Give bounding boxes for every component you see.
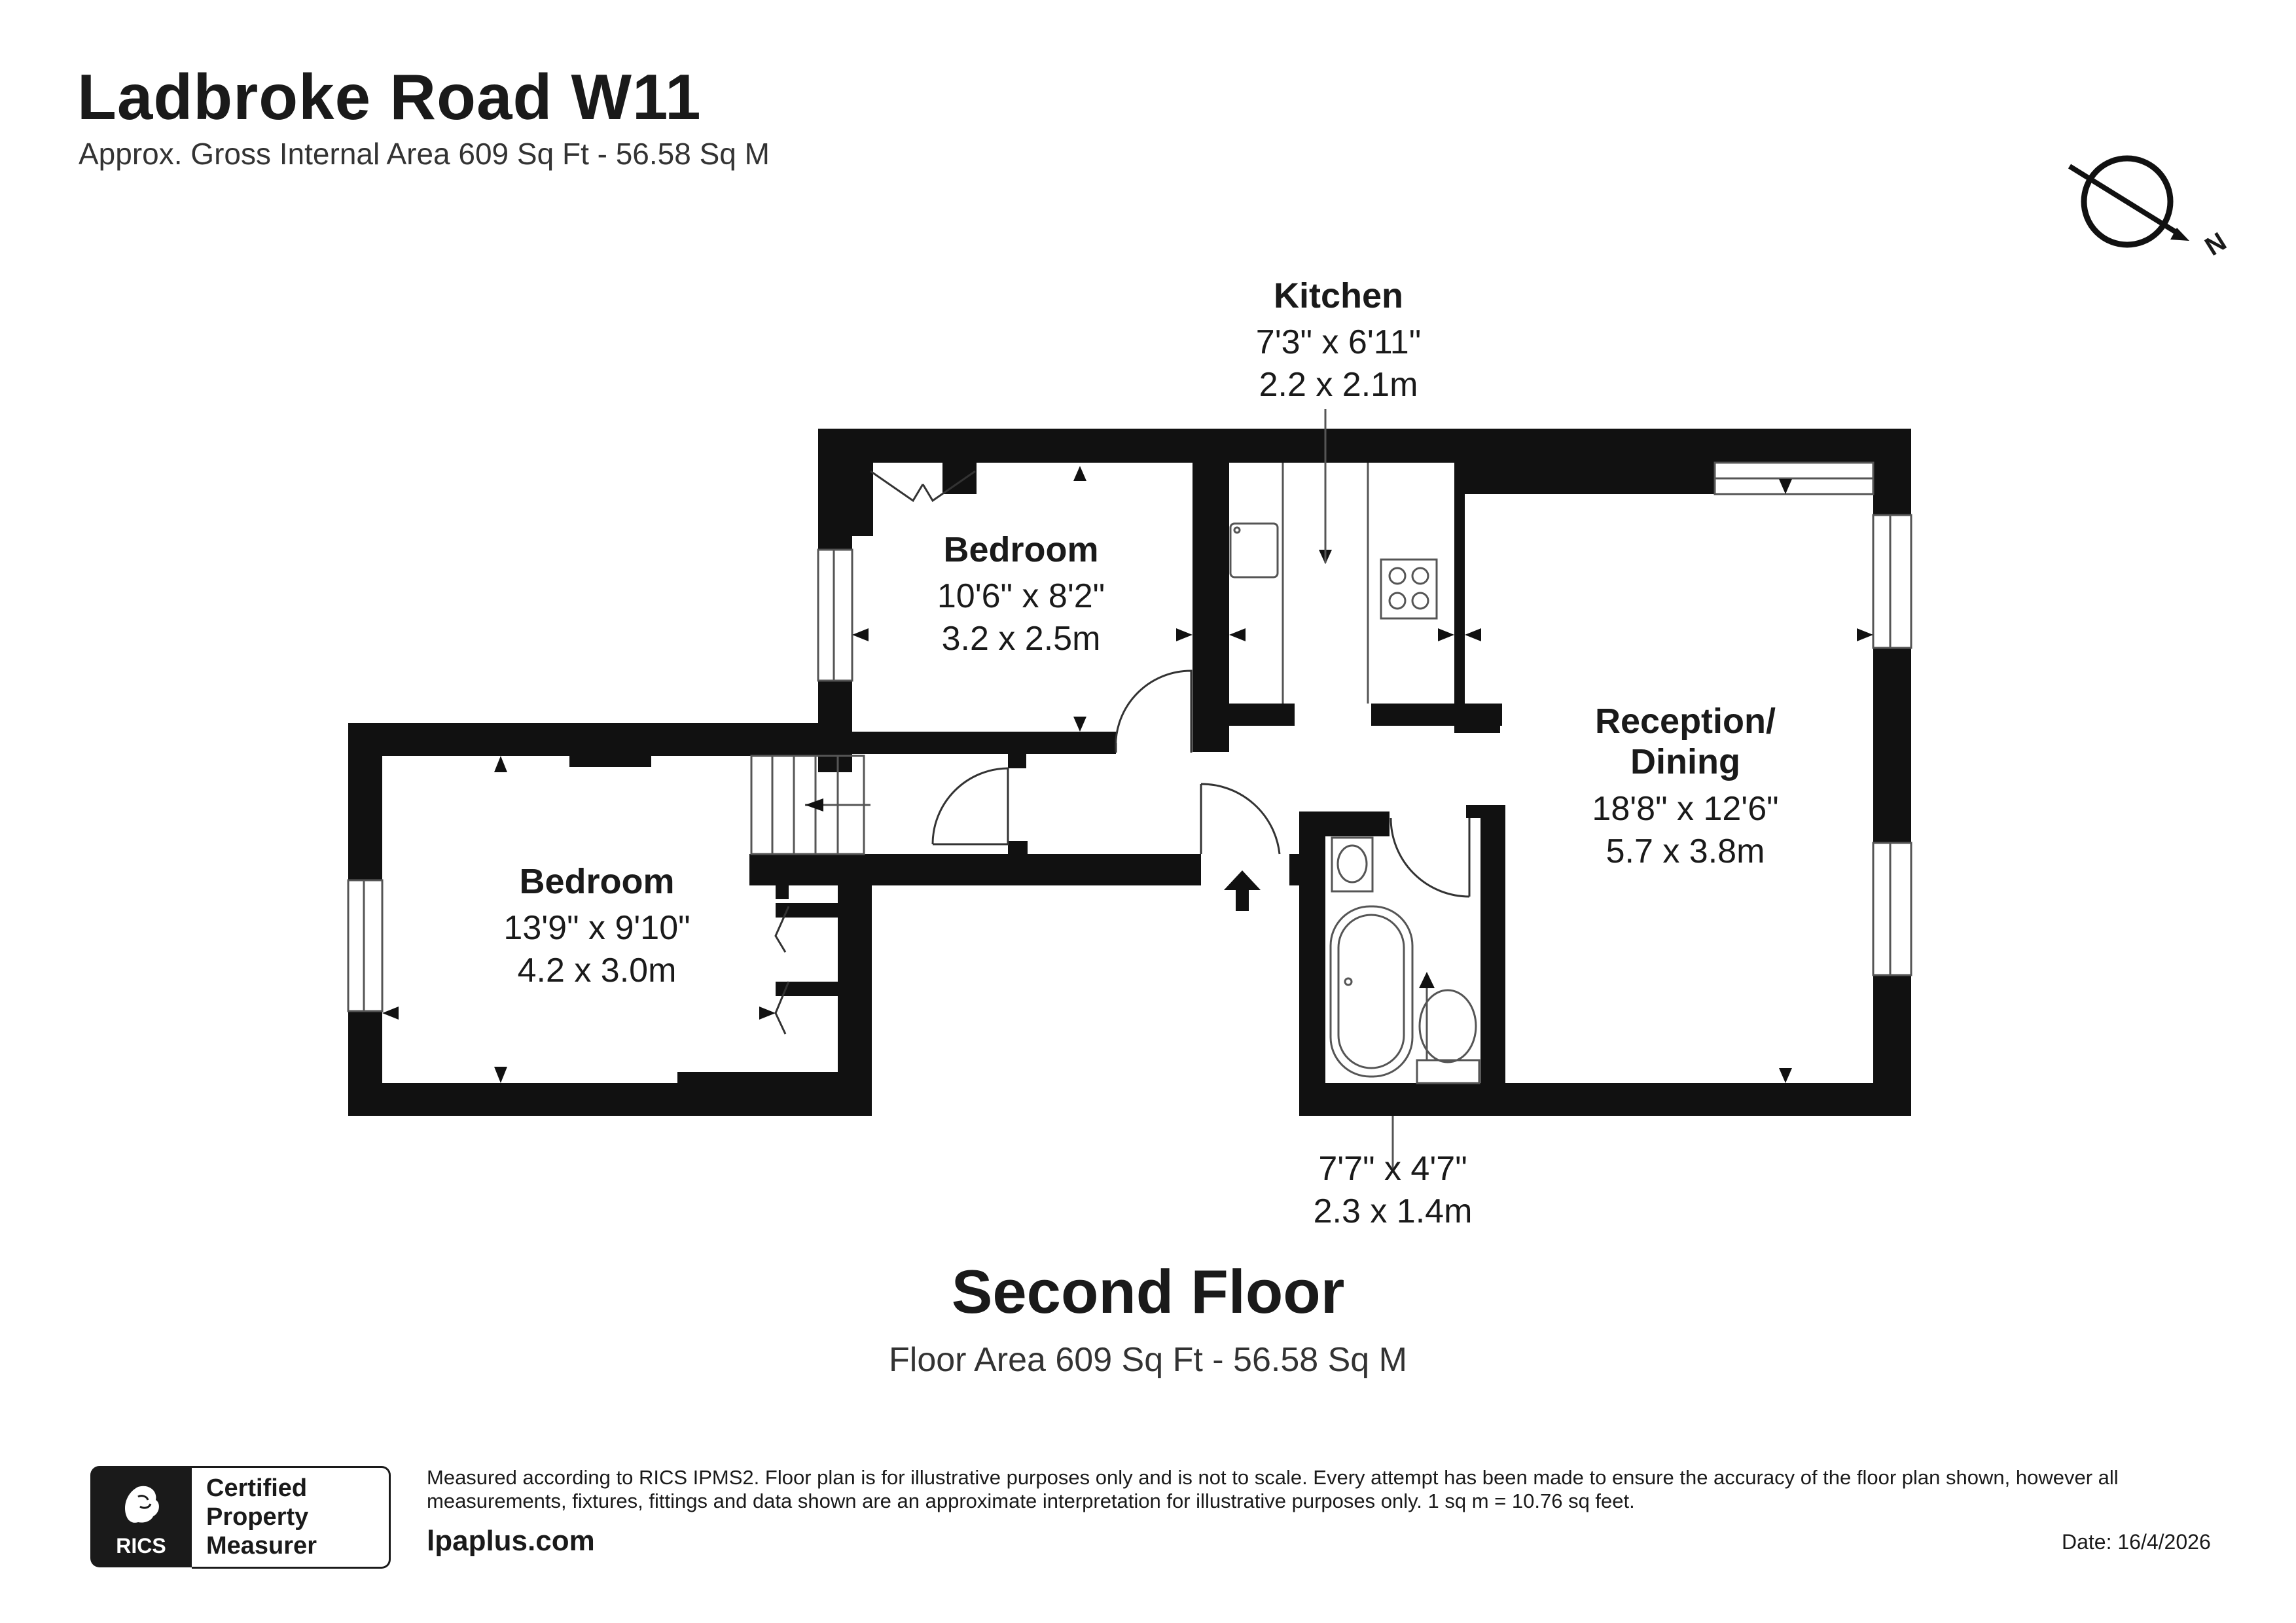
rics-certified-logo: RICS Certified Property Measurer: [90, 1466, 391, 1569]
bathroom-metric: 2.3 x 1.4m: [1314, 1192, 1473, 1230]
cert-line-3: Measurer: [206, 1532, 317, 1560]
stairs-direction-arrow-icon: [805, 798, 823, 812]
bedroom-lower-name: Bedroom: [519, 862, 674, 901]
disclaimer-text: Measured according to RICS IPMS2. Floor …: [427, 1466, 2119, 1512]
website-link[interactable]: lpaplus.com: [427, 1525, 595, 1557]
kitchen-name: Kitchen: [1274, 276, 1403, 315]
bathroom-fittings: [1329, 836, 1480, 1084]
certified-measurer-badge: Certified Property Measurer: [192, 1466, 391, 1569]
kitchen-imperial: 7'3" x 6'11": [1256, 323, 1421, 361]
cert-line-1: Certified: [206, 1474, 308, 1502]
kitchen-fittings: [1229, 463, 1438, 704]
bedroom-upper-name: Bedroom: [943, 530, 1098, 569]
doors: [774, 470, 1471, 1035]
floor-area: Floor Area 609 Sq Ft - 56.58 Sq M: [889, 1341, 1407, 1379]
reception-imperial: 18'8" x 12'6": [1592, 790, 1778, 828]
bathroom-dimension-arrow-icon: [1419, 972, 1435, 988]
north-arrow-compass-icon: N: [2068, 155, 2231, 262]
reception-metric: 5.7 x 3.8m: [1606, 832, 1765, 870]
rics-lion-icon: [125, 1486, 159, 1523]
plan-date: Date: 16/4/2026: [2062, 1530, 2211, 1554]
kitchen-metric: 2.2 x 2.1m: [1259, 366, 1418, 404]
reception-name-line1: Reception/: [1595, 702, 1776, 741]
bathroom-imperial: 7'7" x 4'7": [1318, 1150, 1467, 1188]
walls: [348, 429, 1911, 1116]
windows: [347, 461, 1912, 1012]
floor-title: Second Floor: [951, 1257, 1345, 1326]
property-title: Ladbroke Road W11: [77, 61, 702, 133]
cert-line-2: Property: [206, 1503, 309, 1531]
rics-brand-block: RICS: [90, 1466, 192, 1567]
entrance-arrow-icon: [1224, 870, 1261, 911]
rics-brand-text: RICS: [116, 1534, 166, 1558]
dimension-markers: [382, 466, 1873, 1083]
bedroom-upper-imperial: 10'6" x 8'2": [937, 577, 1105, 615]
compass-north-label: N: [2200, 227, 2231, 262]
bedroom-lower-imperial: 13'9" x 9'10": [503, 909, 690, 947]
gross-internal-area: Approx. Gross Internal Area 609 Sq Ft - …: [79, 137, 770, 171]
reception-name-line2: Dining: [1630, 742, 1740, 781]
bedroom-upper-metric: 3.2 x 2.5m: [942, 620, 1101, 658]
bedroom-lower-metric: 4.2 x 3.0m: [518, 952, 677, 990]
